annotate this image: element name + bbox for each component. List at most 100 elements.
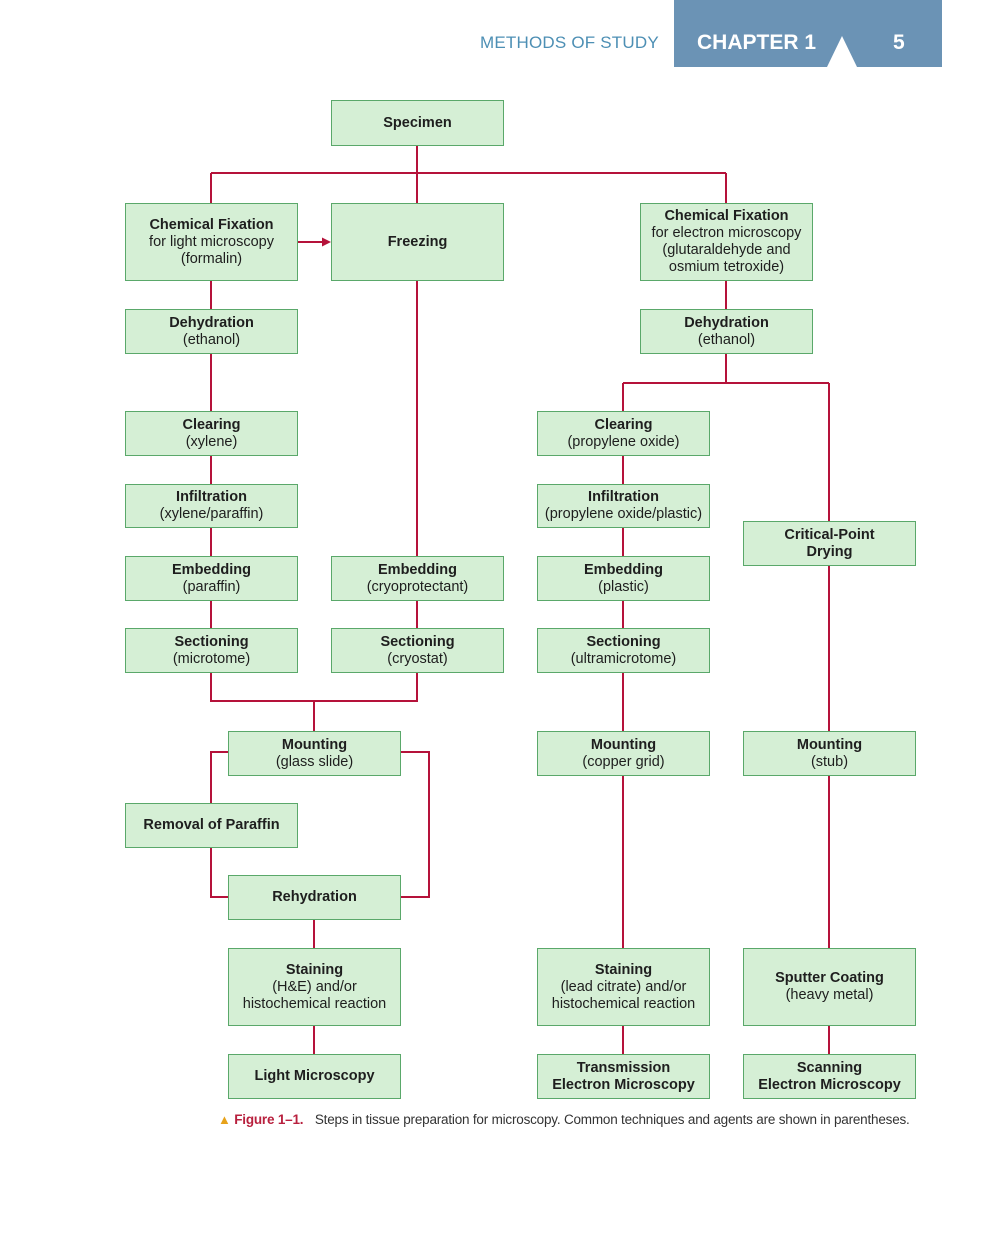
- clearing-lm-title: Clearing: [182, 416, 241, 433]
- chapter-tab: [674, 0, 942, 67]
- connector-mount-removal-rehyd: [210, 751, 228, 898]
- staining-tem-title: Staining: [594, 961, 653, 978]
- dehydration-em-box: Dehydration (ethanol): [640, 309, 813, 354]
- chemical-fixation-em-sub-2: (glutaraldehyde and: [662, 242, 791, 258]
- mounting-lm-title: Mounting: [281, 736, 348, 753]
- critical-point-drying-box: Critical-Point Drying: [743, 521, 916, 566]
- mounting-tem-box: Mounting (copper grid): [537, 731, 710, 776]
- sputter-coating-sub: (heavy metal): [785, 987, 874, 1003]
- light-microscopy-box: Light Microscopy: [228, 1054, 401, 1099]
- connector-sections-to-mount: [210, 673, 418, 731]
- specimen-title: Specimen: [383, 114, 452, 131]
- staining-tem-sub-2: histochemical reaction: [551, 995, 696, 1012]
- mounting-sem-title: Mounting: [796, 736, 863, 753]
- clearing-em-sub: (propylene oxide): [567, 433, 680, 450]
- removal-of-paraffin-title: Removal of Paraffin: [143, 817, 280, 833]
- caption-text: Steps in tissue preparation for microsco…: [314, 1112, 910, 1127]
- transmission-em-title-2: Electron Microscopy: [552, 1076, 695, 1093]
- light-microscopy-title: Light Microscopy: [254, 1068, 375, 1084]
- embedding-em-box: Embedding (plastic): [537, 556, 710, 601]
- mounting-sem-sub: (stub): [810, 753, 849, 770]
- mounting-lm-box: Mounting (glass slide): [228, 731, 401, 776]
- clearing-em-box: Clearing (propylene oxide): [537, 411, 710, 456]
- chapter-label: CHAPTER 1: [697, 31, 817, 54]
- scanning-em-box: Scanning Electron Microscopy: [743, 1054, 916, 1099]
- dehydration-lm-box: Dehydration (ethanol): [125, 309, 298, 354]
- infiltration-em-title: Infiltration: [588, 489, 659, 505]
- freezing-title: Freezing: [387, 233, 448, 250]
- dehydration-lm-title: Dehydration: [169, 314, 254, 331]
- clearing-em-title: Clearing: [594, 416, 653, 433]
- chemical-fixation-em-box: Chemical Fixation for electron microscop…: [640, 203, 813, 281]
- staining-lm-sub-1: (H&E) and/or: [272, 978, 357, 995]
- chemical-fixation-lm-sub-2: (formalin): [180, 250, 243, 267]
- transmission-em-box: Transmission Electron Microscopy: [537, 1054, 710, 1099]
- sectioning-em-title: Sectioning: [586, 633, 661, 650]
- specimen-box: Specimen: [331, 100, 504, 146]
- caption-triangle-icon: ▲: [218, 1112, 231, 1127]
- connector-mount-rehyd-bypass: [401, 751, 430, 898]
- dehydration-em-sub: (ethanol): [697, 331, 756, 348]
- freezing-box: Freezing: [331, 203, 504, 281]
- chapter-tab-notch: [827, 36, 857, 67]
- embedding-lm-sub: (paraffin): [182, 578, 241, 595]
- chemical-fixation-em-sub-1: for electron microscopy: [651, 225, 802, 241]
- page-number: 5: [893, 31, 905, 54]
- sectioning-lm-title: Sectioning: [174, 633, 249, 650]
- sectioning-frozen-sub: (cryostat): [387, 650, 448, 667]
- chemical-fixation-lm-sub-1: for light microscopy: [149, 233, 274, 250]
- figure-label: Figure 1–1.: [234, 1112, 304, 1127]
- staining-tem-sub-1: (lead citrate) and/or: [560, 978, 687, 995]
- clearing-lm-box: Clearing (xylene): [125, 411, 298, 456]
- rehydration-box: Rehydration: [228, 875, 401, 920]
- embedding-frozen-box: Embedding (cryoprotectant): [331, 556, 504, 601]
- transmission-em-title-1: Transmission: [576, 1059, 671, 1076]
- figure-caption: ▲ Figure 1–1. Steps in tissue preparatio…: [218, 1112, 910, 1127]
- embedding-em-sub: (plastic): [598, 578, 649, 595]
- sectioning-frozen-box: Sectioning (cryostat): [331, 628, 504, 673]
- mounting-tem-title: Mounting: [590, 736, 657, 753]
- embedding-frozen-title: Embedding: [378, 561, 457, 578]
- critical-point-drying-title-1: Critical-Point: [784, 526, 875, 543]
- staining-lm-title: Staining: [285, 961, 344, 978]
- infiltration-lm-title: Infiltration: [176, 489, 247, 505]
- infiltration-em-sub: (propylene oxide/plastic): [544, 506, 703, 522]
- dehydration-lm-sub: (ethanol): [182, 331, 241, 348]
- critical-point-drying-title-2: Drying: [806, 543, 853, 560]
- dehydration-em-title: Dehydration: [684, 314, 769, 331]
- embedding-lm-box: Embedding (paraffin): [125, 556, 298, 601]
- embedding-em-title: Embedding: [584, 561, 663, 578]
- staining-lm-box: Staining (H&E) and/or histochemical reac…: [228, 948, 401, 1026]
- sectioning-em-sub: (ultramicrotome): [570, 650, 677, 667]
- scanning-em-title-2: Electron Microscopy: [758, 1076, 901, 1093]
- sputter-coating-box: Sputter Coating (heavy metal): [743, 948, 916, 1026]
- chemical-fixation-em-sub-3: osmium tetroxide): [668, 259, 785, 275]
- mounting-tem-sub: (copper grid): [582, 753, 665, 770]
- sectioning-em-box: Sectioning (ultramicrotome): [537, 628, 710, 673]
- infiltration-em-box: Infiltration (propylene oxide/plastic): [537, 484, 710, 528]
- sputter-coating-title: Sputter Coating: [775, 970, 884, 986]
- infiltration-lm-box: Infiltration (xylene/paraffin): [125, 484, 298, 528]
- chemical-fixation-lm-title: Chemical Fixation: [149, 216, 274, 233]
- connector-specimen-branch: [210, 146, 727, 203]
- sectioning-lm-sub: (microtome): [172, 650, 251, 667]
- rehydration-title: Rehydration: [272, 889, 357, 905]
- staining-tem-box: Staining (lead citrate) and/or histochem…: [537, 948, 710, 1026]
- infiltration-lm-sub: (xylene/paraffin): [159, 506, 264, 522]
- arrowhead-fix-to-freeze: [322, 237, 331, 247]
- chemical-fixation-em-title: Chemical Fixation: [664, 208, 789, 224]
- staining-lm-sub-2: histochemical reaction: [242, 995, 387, 1012]
- removal-of-paraffin-box: Removal of Paraffin: [125, 803, 298, 848]
- chemical-fixation-lm-box: Chemical Fixation for light microscopy (…: [125, 203, 298, 281]
- running-header-section: METHODS OF STUDY: [480, 33, 659, 52]
- embedding-lm-title: Embedding: [172, 561, 251, 578]
- sectioning-lm-box: Sectioning (microtome): [125, 628, 298, 673]
- clearing-lm-sub: (xylene): [185, 433, 238, 450]
- scanning-em-title-1: Scanning: [796, 1059, 863, 1076]
- connector-em-dehyd-branch: [622, 354, 830, 521]
- mounting-sem-box: Mounting (stub): [743, 731, 916, 776]
- embedding-frozen-sub: (cryoprotectant): [366, 578, 469, 595]
- sectioning-frozen-title: Sectioning: [380, 633, 455, 650]
- mounting-lm-sub: (glass slide): [275, 753, 354, 770]
